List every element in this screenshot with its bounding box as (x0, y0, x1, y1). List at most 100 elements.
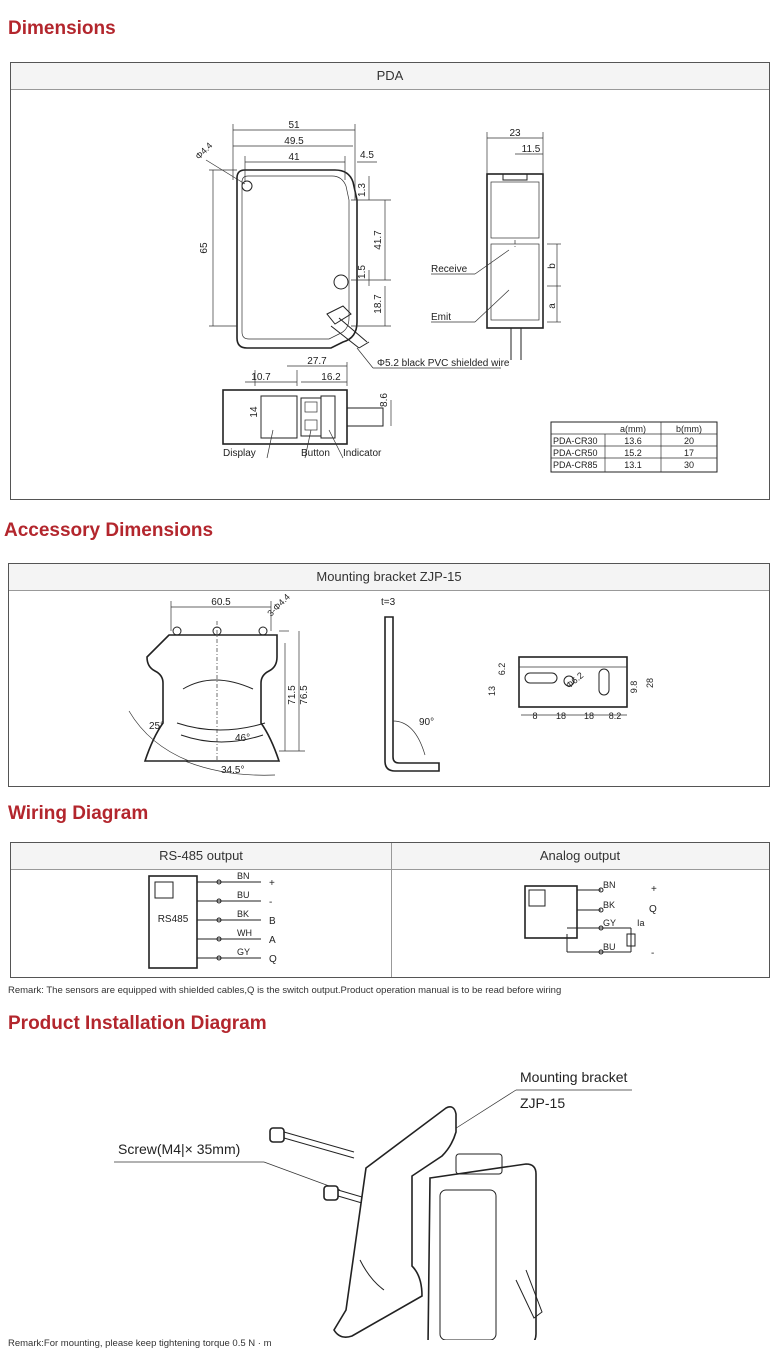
rs485-wire-node (216, 955, 222, 961)
table-cell: 30 (684, 460, 694, 470)
pda-front-view: 51 49.5 41 4.5 Φ4.4 65 1.3 41.7 1.5 18.7 (193, 120, 391, 349)
wiring-frame: RS-485 output Analog output RS485 BN + BU -… (10, 842, 770, 978)
section-title-dimensions: Dimensions (8, 18, 116, 39)
rs485-wire-code: WH (237, 928, 252, 938)
table-cell: 20 (684, 436, 694, 446)
bracket-dim: 46° (235, 733, 250, 744)
label-emit: Emit (431, 312, 451, 323)
dim-41-7: 41.7 (373, 230, 384, 250)
bracket-dim: 18 (556, 711, 566, 721)
table-cell: PDA-CR30 (553, 436, 598, 446)
analog-wire-sig: Ia (637, 918, 645, 928)
bracket-dim: 71.5 (287, 685, 298, 705)
rs485-wire-node (216, 879, 222, 885)
section-title-accessory: Accessory Dimensions (4, 520, 214, 541)
table-header-a: a(mm) (620, 424, 646, 434)
bracket-front-view: 60.5 3-Φ4.4 71.5 76.5 25° 46° 34.5° (128, 592, 310, 776)
dim-49-5: 49.5 (284, 136, 304, 147)
install-remark: Remark:For mounting, please keep tighten… (8, 1338, 272, 1349)
table-cell: 17 (684, 448, 694, 458)
analog-title: Analog output (391, 843, 769, 870)
bracket-dim: 28 (645, 678, 655, 688)
table-cell: 15.2 (624, 448, 642, 458)
dim-16-2: 16.2 (321, 372, 341, 383)
dim-18-7: 18.7 (373, 294, 384, 314)
install-bracket-model: ZJP-15 (520, 1095, 565, 1111)
bracket-dim: 18 (584, 711, 594, 721)
label-display: Display (223, 448, 256, 459)
table-cell: 13.1 (624, 460, 642, 470)
rs485-wire-node (216, 936, 222, 942)
dim-b: b (547, 263, 558, 269)
dim-8-6: 8.6 (379, 393, 390, 407)
rs485-wire-code: GY (237, 947, 250, 957)
dim-10-7: 10.7 (251, 372, 271, 383)
label-indicator: Indicator (343, 448, 382, 459)
wiring-divider (391, 843, 392, 977)
install-bracket-label: Mounting bracket (520, 1069, 628, 1085)
analog-wire-code: BK (603, 900, 615, 910)
dim-4-5: 4.5 (360, 150, 374, 161)
pda-frame-title: PDA (11, 63, 769, 90)
dim-51: 51 (288, 120, 300, 131)
wiring-drawing: RS485 BN + BU - BK B WH A GY Q BN + BK Q GY Ia B (148, 871, 657, 969)
bracket-frame-title: Mounting bracket ZJP-15 (9, 564, 769, 591)
dim-a: a (547, 303, 558, 309)
bracket-dim: 13 (487, 686, 497, 696)
rs485-box-label: RS485 (158, 914, 189, 925)
rs485-diagram: RS485 BN + BU - BK B WH A GY Q (148, 871, 277, 969)
rs485-wire-sig: + (269, 878, 275, 889)
analog-wire-sig: Q (649, 904, 657, 915)
table-cell: 13.6 (624, 436, 642, 446)
analog-wire-code: GY (603, 918, 616, 928)
pda-drawing: 51 49.5 41 4.5 Φ4.4 65 1.3 41.7 1.5 18.7 (193, 120, 718, 473)
dim-phi-4-4: Φ4.4 (193, 140, 214, 161)
bracket-bottom-view: 6.2 13 Φ6.2 9.8 28 8 18 18 8.2 (487, 656, 655, 721)
dim-23: 23 (509, 128, 521, 139)
bracket-drawing: 60.5 3-Φ4.4 71.5 76.5 25° 46° 34.5° t=3 … (128, 592, 655, 776)
bracket-dim: t=3 (381, 597, 396, 608)
bracket-dim: 8 (532, 711, 537, 721)
dim-11-5: 11.5 (522, 144, 541, 155)
wiring-remark: Remark: The sensors are equipped with sh… (8, 985, 562, 996)
analog-wire-sig: + (651, 884, 657, 895)
section-title-wiring: Wiring Diagram (8, 803, 149, 824)
pda-side-view: 23 11.5 b a Receive Emit (431, 128, 561, 360)
sensor-icon (427, 1153, 543, 1340)
rs485-wire-sig: A (269, 935, 276, 946)
pda-top-view: 27.7 10.7 16.2 14 8.6 Display Button Ind… (222, 356, 392, 459)
rs485-wire-code: BK (237, 909, 249, 919)
dim-65: 65 (199, 242, 210, 254)
analog-wire-code: BN (603, 880, 616, 890)
rs485-wire-sig: Q (269, 954, 277, 965)
pda-dimension-frame: PDA 51 49.5 41 4.5 Φ4.4 (10, 62, 770, 500)
bracket-dim: 76.5 (299, 685, 310, 705)
table-header-b: b(mm) (676, 424, 702, 434)
bracket-dim: 90° (419, 717, 434, 728)
rs485-wire-code: BN (237, 871, 250, 881)
rs485-wire-node (216, 898, 222, 904)
dim-41: 41 (288, 152, 300, 163)
bracket-dim: 25° (149, 721, 164, 732)
installation-drawing: Mounting bracket ZJP-15 Screw(M4|× 35mm) (114, 1069, 632, 1340)
install-screw-label: Screw(M4|× 35mm) (118, 1141, 240, 1157)
bracket-dimension-frame: Mounting bracket ZJP-15 60.5 3-Φ4.4 71.5… (8, 563, 770, 787)
bracket-dim: 3-Φ4.4 (265, 592, 292, 619)
rs485-wire-sig: - (269, 897, 272, 908)
rs485-wire-sig: B (269, 916, 276, 927)
table-cell: PDA-CR50 (553, 448, 598, 458)
analog-wire-sig: - (651, 948, 654, 959)
dim-1-5: 1.5 (357, 265, 368, 279)
bracket-icon (333, 1106, 457, 1338)
rs485-wire-code: BU (237, 890, 250, 900)
bracket-side-view: t=3 90° (381, 597, 440, 772)
label-receive: Receive (431, 264, 468, 275)
pda-dimension-table: a(mm) b(mm) PDA-CR30 13.6 20 PDA-CR50 15… (550, 421, 718, 473)
dim-27-7: 27.7 (307, 356, 327, 367)
section-title-installation: Product Installation Diagram (8, 1013, 267, 1034)
bracket-dim: 34.5° (221, 765, 244, 776)
bracket-dim: 8.2 (609, 711, 622, 721)
rs485-title: RS-485 output (11, 843, 392, 870)
table-cell: PDA-CR85 (553, 460, 598, 470)
dim-1-3: 1.3 (357, 183, 368, 197)
